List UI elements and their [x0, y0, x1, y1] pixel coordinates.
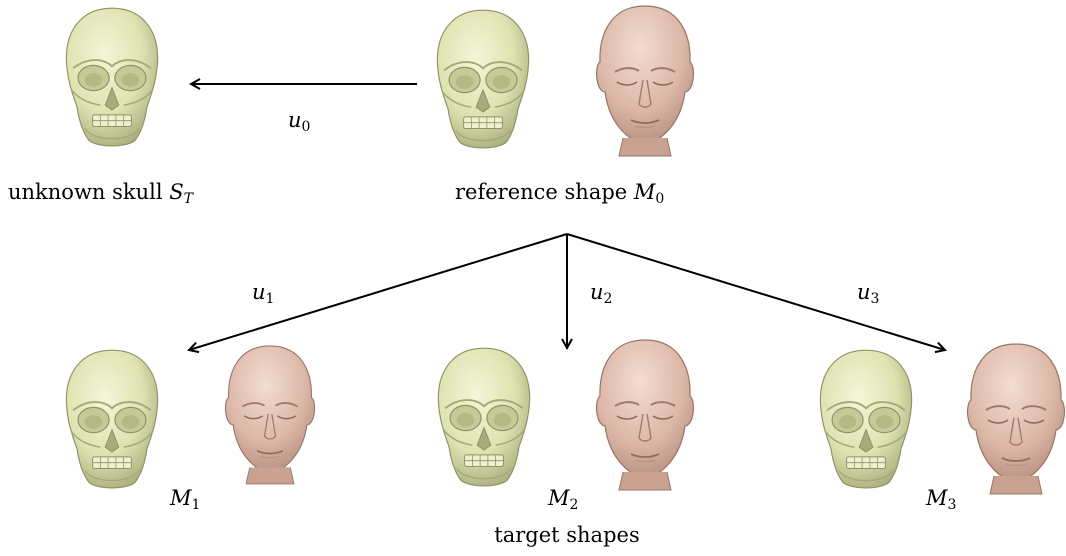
u2-subscript: 2 [603, 291, 613, 307]
m3-variable: M [926, 486, 948, 510]
skull-icon [437, 347, 531, 487]
arrow-u3 [566, 233, 945, 350]
u3-variable: u [857, 280, 871, 304]
face-icon [595, 5, 695, 157]
reference-shape-text: reference shape [455, 180, 628, 204]
reference-variable: M [633, 180, 656, 204]
skull-icon [65, 349, 159, 489]
reference-subscript: 0 [655, 191, 665, 207]
u1-label: u1 [252, 280, 275, 307]
arrow-u1 [189, 233, 568, 350]
face-icon [595, 339, 695, 491]
unknown-skull-text: unknown skull [8, 180, 163, 204]
u3-subscript: 3 [870, 291, 880, 307]
m2-subscript: 2 [569, 497, 579, 513]
reference-shape-label: reference shape M0 [455, 180, 665, 207]
u1-subscript: 1 [265, 291, 275, 307]
m1-variable: M [170, 486, 192, 510]
u0-variable: u [288, 108, 302, 132]
u0-label: u0 [288, 108, 311, 135]
m2-label: M2 [548, 486, 579, 513]
skull-icon [819, 349, 913, 489]
unknown-skull-subscript: T [183, 191, 193, 207]
u3-label: u3 [857, 280, 880, 307]
unknown-skull-variable: S [169, 180, 184, 204]
u0-subscript: 0 [301, 119, 311, 135]
face-icon [966, 343, 1066, 495]
m2-variable: M [548, 486, 570, 510]
skull-icon [65, 7, 159, 147]
skull-icon [436, 9, 530, 149]
u1-variable: u [252, 280, 266, 304]
m3-subscript: 3 [947, 497, 957, 513]
u2-label: u2 [590, 280, 613, 307]
unknown-skull-label: unknown skull ST [8, 180, 193, 207]
target-shapes-label: target shapes [494, 525, 639, 546]
m1-label: M1 [170, 486, 201, 513]
m3-label: M3 [926, 486, 957, 513]
u2-variable: u [590, 280, 604, 304]
face-icon [224, 345, 316, 485]
m1-subscript: 1 [191, 497, 201, 513]
target-shapes-text: target shapes [494, 523, 640, 547]
